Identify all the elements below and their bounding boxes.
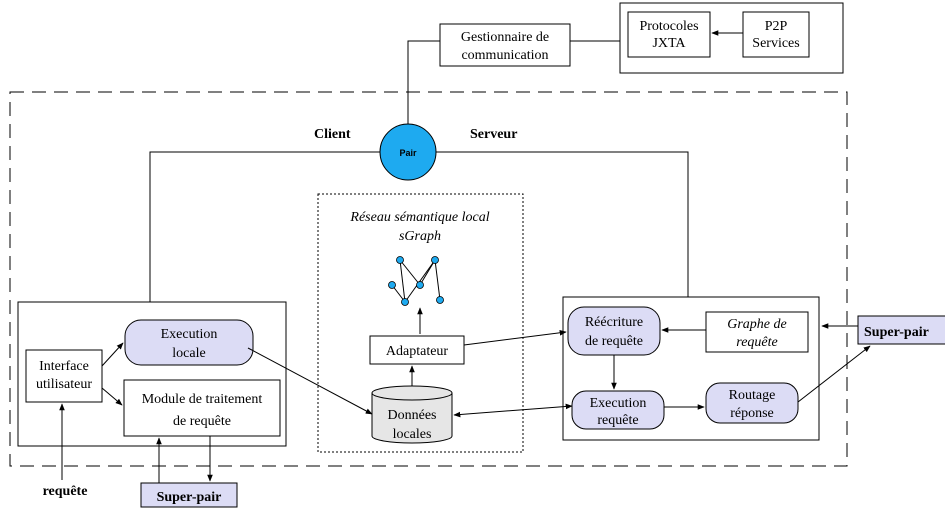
- reseau-semantique-container: [317, 193, 524, 453]
- super-pair-bottom: [140, 482, 238, 508]
- locales-label: locales: [393, 427, 432, 442]
- execution-label: Execution: [161, 327, 218, 342]
- graphe-label: Graphe de: [727, 317, 787, 332]
- serveur-label: Serveur: [470, 127, 517, 142]
- sgraph-graph: [388, 256, 444, 306]
- execution-requete-label-1: Execution: [590, 396, 647, 411]
- gestionnaire-to-pair-line: [407, 40, 440, 130]
- super-pair-bottom-label: Super-pair: [157, 490, 222, 505]
- services-label: Services: [752, 36, 799, 51]
- pair-to-serveur-line: [436, 151, 689, 297]
- super-pair-right: [857, 315, 945, 345]
- interface-to-module-arrow: [101, 387, 123, 406]
- requete-label: requête: [43, 484, 88, 499]
- protocoles-jxta-box: [627, 11, 711, 58]
- sgraph-label: sGraph: [399, 229, 441, 244]
- locale-label: locale: [172, 346, 205, 361]
- execution-requete-label-2: requête: [597, 413, 638, 428]
- adaptateur-to-reecriture-arrow: [463, 330, 567, 346]
- routage-label: Routage: [729, 388, 776, 403]
- interface-utilisateur-box: [25, 349, 103, 403]
- donnees-locales-db: [371, 385, 453, 444]
- pair-to-client-line: [149, 151, 380, 302]
- p2p-label: P2P: [765, 19, 788, 34]
- graphe-requete-box: [705, 311, 809, 353]
- protocoles-label: Protocoles: [639, 19, 698, 34]
- pair-node: [379, 123, 437, 181]
- reseau-label: Réseau sémantique local: [349, 210, 489, 225]
- p2p-services-box: [742, 11, 810, 58]
- module-traitement-box: [123, 379, 281, 437]
- super-pair-right-label: Super-pair: [864, 325, 929, 340]
- routage-to-superpair-arrow: [797, 345, 871, 403]
- de-requete-label: de requête: [585, 334, 643, 349]
- client-label: Client: [314, 127, 351, 142]
- interface-label: Interface: [39, 359, 89, 374]
- module-label-2: de requête: [173, 414, 231, 429]
- reponse-label: réponse: [730, 406, 774, 421]
- gestionnaire-label-1: Gestionnaire de: [461, 30, 549, 45]
- jxta-label: JXTA: [652, 36, 686, 51]
- execution-to-donnees-arrow: [247, 347, 373, 415]
- pair-label: Pair: [399, 148, 417, 158]
- interface-to-execution-arrow: [101, 342, 124, 367]
- reecriture-label: Réécriture: [585, 315, 643, 330]
- graphe-requete-label: requête: [736, 335, 777, 350]
- routage-reponse-box: [705, 382, 799, 424]
- execution-locale-box: [124, 319, 254, 366]
- adaptateur-box: [369, 335, 465, 365]
- adaptateur-label: Adaptateur: [386, 344, 449, 359]
- pair-boundary: [9, 91, 848, 467]
- gestionnaire-box: [439, 23, 571, 67]
- donnees-label: Données: [388, 408, 437, 423]
- utilisateur-label: utilisateur: [36, 377, 92, 392]
- gestionnaire-label-2: communication: [461, 48, 548, 63]
- donnees-execution-arrow: [453, 403, 573, 418]
- module-label-1: Module de traitement: [142, 392, 263, 407]
